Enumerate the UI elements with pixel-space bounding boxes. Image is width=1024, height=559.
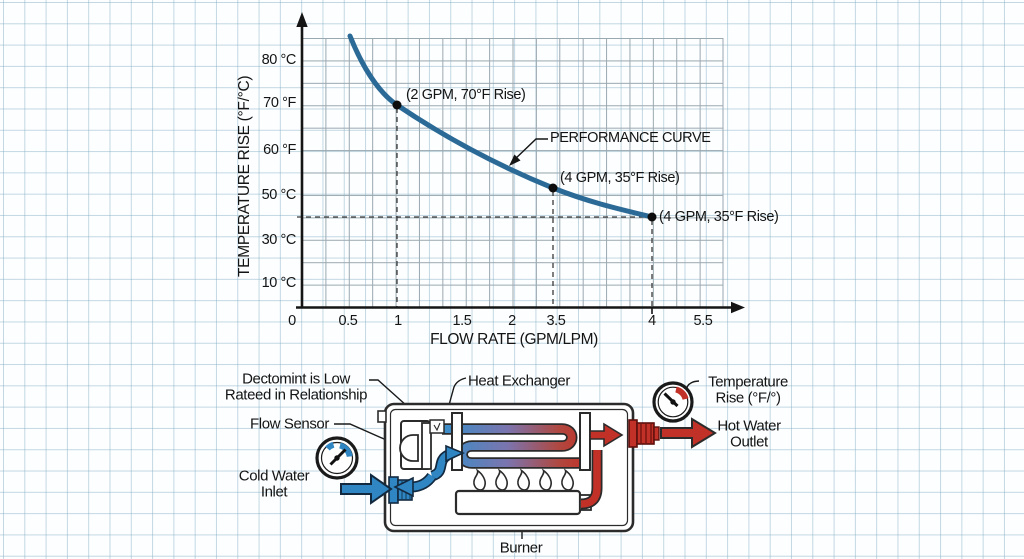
note-line-1: Dectomint is Low (242, 370, 350, 388)
annotation-point-2: (4 GPM, 35°F Rise) (560, 170, 680, 186)
x-tick-35: 3.5 (546, 313, 566, 329)
x-tick-05: 0.5 (338, 313, 358, 329)
data-point-1 (392, 100, 402, 110)
data-point-2 (548, 183, 558, 193)
cold-water-inlet-label: Cold Water Inlet (238, 467, 310, 500)
burner-label: Burner (499, 539, 543, 557)
x-axis-arrowhead (731, 301, 745, 314)
note-label: Dectomint is Low Rateed in Relationship (224, 370, 368, 403)
data-point-3 (647, 212, 657, 222)
y-tick-10c: 10 °C (261, 275, 297, 291)
temperature-leader (685, 380, 700, 390)
hot-water-arrow (660, 417, 717, 449)
internal-cold-flow-arrows (393, 444, 465, 498)
x-tick-2: 2 (508, 313, 516, 329)
x-tick-55: 5.5 (693, 313, 713, 329)
x-tick-0: 0 (288, 313, 296, 329)
axes (296, 12, 745, 314)
heat-exchanger-left-plate (451, 412, 463, 471)
heat-exchanger-leader (443, 377, 467, 424)
hot-water-line-2: Outlet (730, 433, 768, 450)
body-left-tab (377, 410, 387, 423)
y-tick-80c: 80 °C (261, 52, 297, 68)
temperature-rise-line-2: Rise (°F/°) (715, 389, 781, 406)
curve-callout-arrow (509, 138, 548, 166)
y-axis-title: TEMPERATURE RISE (°F/°C) (236, 75, 253, 277)
x-axis-title: FLOW RATE (GPM/LPM) (430, 331, 598, 348)
hot-water-outlet-label: Hot Water Outlet (717, 417, 781, 450)
hot-water-outlet-fitting (628, 419, 660, 448)
performance-curve-line (347, 33, 655, 220)
flow-sensor-assembly (399, 419, 445, 470)
note-leader (369, 379, 408, 407)
y-tick-60f: 60 °F (263, 142, 296, 158)
x-tick-15: 1.5 (452, 313, 472, 329)
y-tick-50c: 50 °C (261, 187, 297, 203)
dashed-reference-lines (297, 108, 653, 307)
flow-sensor-leader (334, 423, 401, 447)
cold-water-line-2: Inlet (260, 483, 288, 500)
hot-return-pipe (580, 450, 603, 510)
internal-hot-flow-arrow (589, 422, 624, 448)
heat-exchanger-label: Heat Exchanger (468, 372, 570, 390)
annotation-point-1: (2 GPM, 70°F Rise) (406, 87, 526, 103)
annotation-point-3: (4 GPM, 35°F Rise) (659, 209, 779, 225)
temperature-rise-line-1: Temperature (708, 373, 788, 391)
performance-chart (296, 12, 745, 314)
burner (454, 489, 592, 516)
data-points (392, 100, 657, 222)
y-axis-arrowhead (296, 12, 308, 27)
flow-sensor-label: Flow Sensor (250, 415, 329, 433)
water-heater-diagram (315, 377, 717, 539)
heat-exchanger-right-plate (579, 412, 591, 471)
flow-gauge-icon (315, 436, 359, 480)
y-tick-70f: 70 °F (263, 95, 296, 111)
x-tick-1: 1 (394, 313, 402, 329)
temperature-rise-label: Temperature Rise (°F/°) (708, 373, 788, 406)
performance-curve-label: PERFORMANCE CURVE (550, 130, 711, 146)
cold-water-line-1: Cold Water (238, 467, 310, 485)
heat-exchanger (442, 412, 591, 471)
x-tick-4: 4 (648, 313, 656, 329)
note-line-2: Rateed in Relationship (224, 386, 368, 403)
y-tick-30c: 30 °C (261, 232, 297, 248)
cold-water-arrow (340, 473, 393, 505)
temperature-gauge-icon (652, 381, 694, 423)
hot-water-line-1: Hot Water (717, 417, 781, 435)
